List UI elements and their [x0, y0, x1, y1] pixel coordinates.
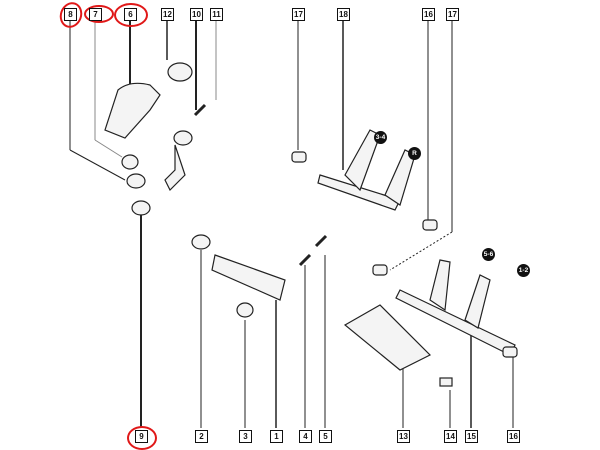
part-label-3: 3 — [239, 430, 252, 443]
part-bush-2 — [191, 234, 211, 250]
part-label-5: 5 — [319, 430, 332, 443]
part-label-16: 16 — [507, 430, 520, 443]
part-label-14: 14 — [444, 430, 457, 443]
part-knob-12 — [167, 62, 193, 82]
part-label-9: 9 — [135, 430, 148, 443]
part-bush-8 — [126, 173, 146, 189]
part-label-7: 7 — [89, 8, 102, 21]
part-bush-7 — [121, 154, 139, 170]
part-label-10: 10 — [190, 8, 203, 21]
highlight-ring-7 — [84, 5, 114, 23]
part-fork-5-6 — [429, 259, 451, 312]
highlight-ring-6 — [114, 3, 148, 27]
part-pad-16a — [422, 219, 438, 231]
part-fork-1-2 — [464, 274, 491, 329]
gear-badge-1-2: 1-2 — [517, 264, 530, 277]
highlight-ring-9 — [127, 426, 157, 450]
part-label-2: 2 — [195, 430, 208, 443]
gear-badge-r: R — [408, 147, 421, 160]
part-label-17: 17 — [292, 8, 305, 21]
part-label-15: 15 — [465, 430, 478, 443]
part-pivot — [173, 130, 193, 146]
part-plate-13 — [343, 304, 432, 371]
part-label-8: 8 — [64, 8, 77, 21]
part-rod-18 — [317, 174, 401, 211]
part-pad-17b — [372, 264, 388, 276]
part-label-13: 13 — [397, 430, 410, 443]
part-bush-9 — [131, 200, 151, 216]
part-label-18: 18 — [337, 8, 350, 21]
part-lever-6 — [104, 82, 161, 139]
gear-badge-3-4: 3-4 — [374, 131, 387, 144]
part-label-6: 6 — [124, 8, 137, 21]
part-label-11: 11 — [210, 8, 223, 21]
part-label-12: 12 — [161, 8, 174, 21]
part-label-17: 17 — [446, 8, 459, 21]
part-label-1: 1 — [270, 430, 283, 443]
gear-badge-5-6: 5-6 — [482, 248, 495, 261]
part-label-16: 16 — [422, 8, 435, 21]
part-pad-17a — [291, 151, 307, 163]
part-bolt-14 — [439, 377, 453, 387]
part-label-4: 4 — [299, 430, 312, 443]
part-bush-3 — [236, 302, 254, 318]
part-pad-16b — [502, 346, 518, 358]
part-selector-1 — [211, 254, 286, 301]
